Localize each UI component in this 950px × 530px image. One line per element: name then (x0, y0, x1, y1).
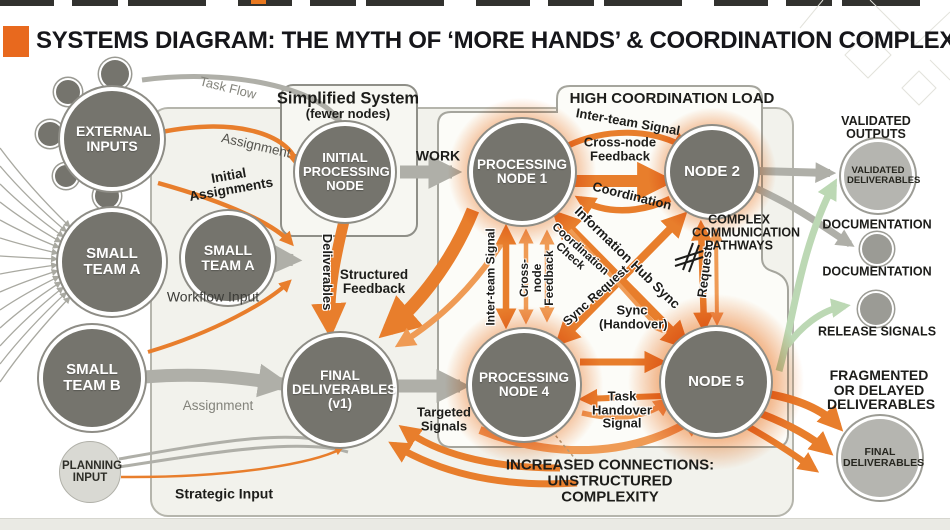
top-orange-dash (251, 0, 266, 4)
cross-node-feedback-top-label: Cross-node Feedback (583, 134, 657, 163)
satellite-circle (38, 122, 62, 146)
high-coordination-load-title: HIGH COORDINATION LOAD (569, 90, 775, 108)
assignment-bottom-label: Assignment (182, 397, 254, 413)
final-deliverables-output-node: FINAL DELIVERABLES (841, 419, 924, 497)
node-5: NODE 5 (665, 331, 767, 433)
node-2: NODE 2 (670, 130, 754, 214)
fragmented-deliverables-label: FRAGMENTED OR DELAYED DELIVERABLES (827, 366, 936, 413)
structured-feedback-label: Structured Feedback (339, 266, 409, 296)
simplified-system-subtitle: (fewer nodes) (305, 106, 391, 122)
inter-team-signal-side-label: Inter-team Signal (483, 228, 498, 326)
satellite-circle (95, 184, 119, 208)
double-slash-icon (674, 242, 704, 273)
validated-outputs-label: VALIDATED OUTPUTS (841, 113, 911, 141)
brand-square (3, 26, 29, 57)
complex-pathways-label: COMPLEX COMMUNICATION PATHWAYS (692, 212, 801, 253)
small-team-a-inner-node: SMALL TEAM A (185, 215, 271, 301)
bottom-band (0, 518, 950, 530)
increased-connections-label: INCREASED CONNECTIONS: UNSTRUCTURED COMP… (505, 456, 715, 505)
documentation-label-2: DOCUMENTATION (822, 264, 932, 279)
satellite-circle (101, 60, 129, 88)
satellite-circle (55, 165, 77, 187)
workflow-input-label: Workflow Input (166, 288, 260, 305)
small-team-a-node: SMALL TEAM A (62, 212, 162, 312)
targeted-signals-label: Targeted Signals (417, 404, 471, 433)
final-deliverables-v1-node: FINAL DELIVERABLES (v1) (287, 337, 396, 443)
release-signals-label: RELEASE SIGNALS (817, 324, 937, 339)
validated-deliverables-node: VALIDATED DELIVERABLES (844, 142, 920, 210)
deliverables-label: Deliverables (319, 233, 335, 311)
sync-handover-label: Sync (Handover) (599, 302, 668, 331)
external-inputs-node: EXTERNAL INPUTS (64, 91, 160, 187)
processing-node-4: PROCESSING NODE 4 (472, 333, 576, 437)
small-team-b-node: SMALL TEAM B (43, 329, 141, 427)
planning-input-node: PLANNING INPUT (59, 441, 122, 503)
fan-in-arrows (0, 147, 71, 383)
page-title: SYSTEMS DIAGRAM: THE MYTH OF ‘MORE HANDS… (36, 27, 950, 54)
gray-arrows (118, 73, 855, 469)
work-label: WORK (415, 147, 461, 164)
processing-node-1: PROCESSING NODE 1 (473, 123, 571, 221)
simplified-system-title: Simplified System (276, 89, 420, 108)
documentation-label-1: DOCUMENTATION (822, 217, 932, 232)
strategic-input-label: Strategic Input (174, 485, 274, 502)
documentation-circle-2 (860, 293, 892, 325)
documentation-circle-1 (862, 234, 892, 264)
cross-node-feedback-side-label: Cross-node Feedback (517, 250, 557, 306)
initial-processing-node: INITIAL PROCESSING NODE (299, 126, 391, 218)
top-dash-strip (0, 0, 950, 6)
task-handover-signal-label: Task Handover Signal (592, 388, 652, 431)
satellite-circle (56, 80, 80, 104)
